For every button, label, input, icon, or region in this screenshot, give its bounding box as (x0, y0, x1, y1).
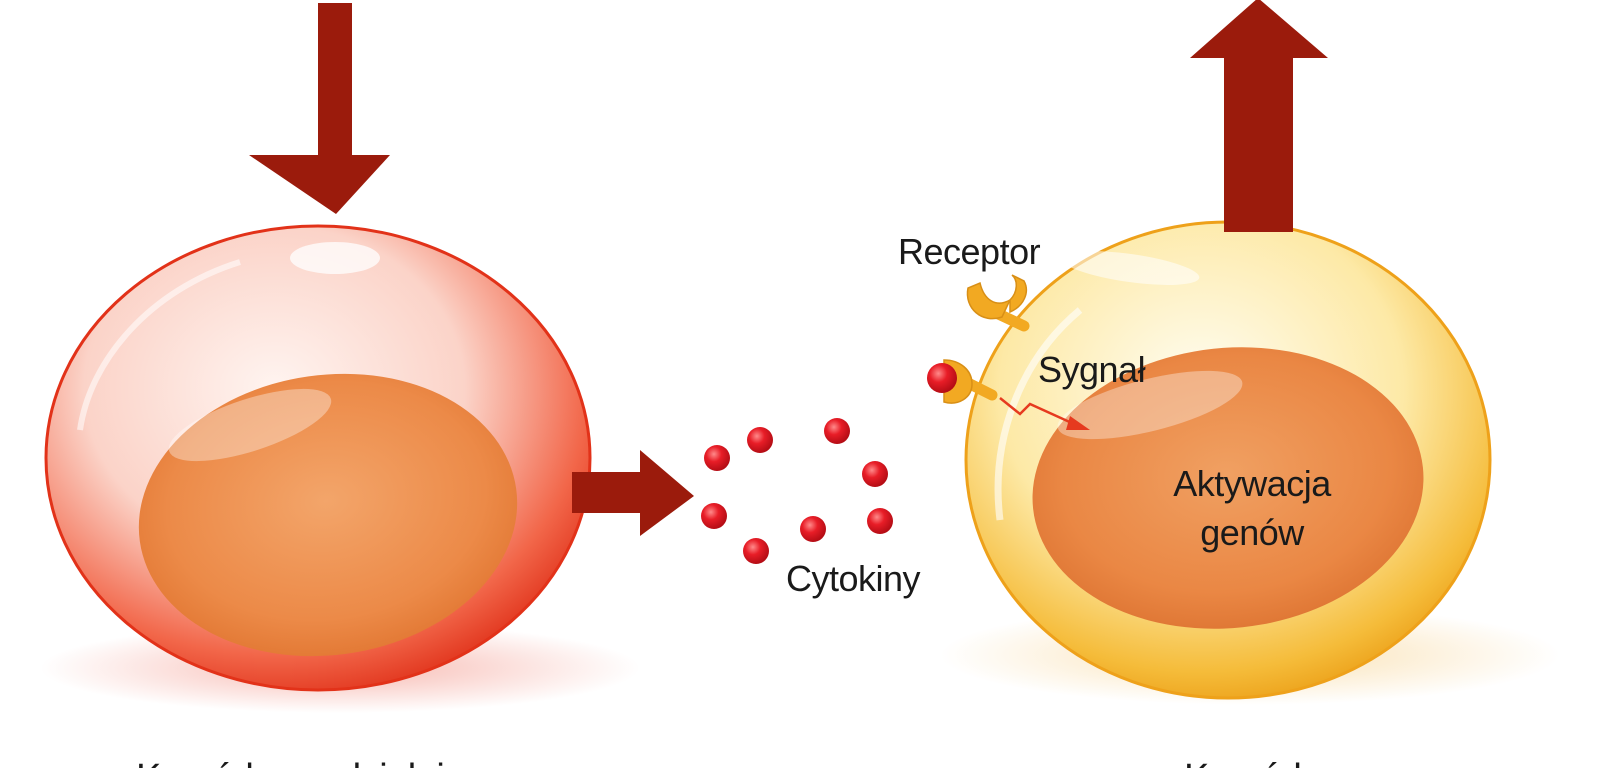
target-cell (964, 220, 1492, 700)
cytokines-label: Cytokiny (786, 558, 921, 599)
left-cell-highlight (290, 242, 380, 274)
cytokine-particle (701, 503, 727, 529)
cytokine-particle (862, 461, 888, 487)
cytokine-particle (743, 538, 769, 564)
secreting-cell (44, 224, 592, 692)
receptor-bound (927, 359, 998, 404)
cytokine-particles (701, 418, 893, 564)
secretion-arrow (572, 450, 694, 536)
secreting-cell-label: Komórka wydzielająca (136, 757, 505, 768)
cytokine-particle (704, 445, 730, 471)
left-nucleus (138, 373, 518, 657)
input-arrow-down (249, 3, 390, 214)
receptor-label: Receptor (898, 231, 1041, 272)
right-cell-highlight (1060, 251, 1200, 285)
signal-label: Sygnał (1038, 349, 1146, 390)
right-nucleus (1032, 347, 1424, 629)
cytokine-particle (824, 418, 850, 444)
output-arrow-up (1190, 0, 1328, 232)
cytokine-particle (747, 427, 773, 453)
receptor-free (966, 274, 1030, 332)
activation-label-line1: Aktywacja (1173, 463, 1332, 504)
signal-arrow (999, 397, 1090, 430)
activation-label-line2: genów (1200, 512, 1305, 553)
cytokine-particle (800, 516, 826, 542)
bound-cytokine (927, 363, 957, 393)
target-cell-label: Komórka (1184, 757, 1334, 768)
cytokine-particle (867, 508, 893, 534)
